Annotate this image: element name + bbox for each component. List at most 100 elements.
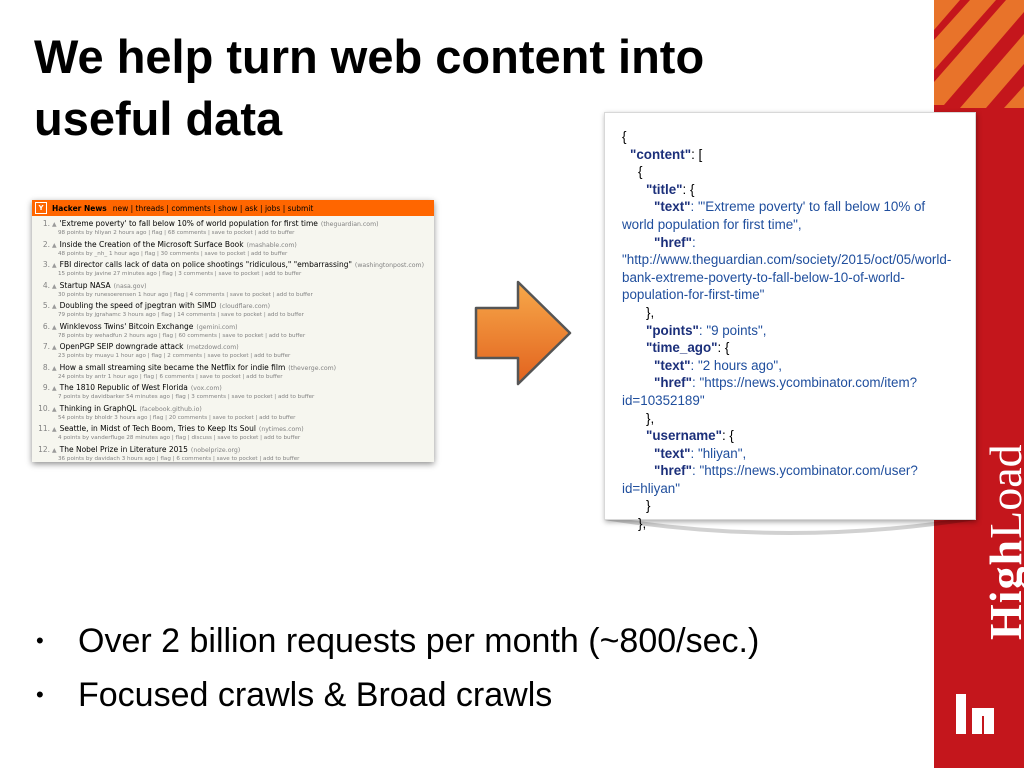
hn-story-rank: 7. [42,342,50,351]
hn-story-title: Winklevoss Twins' Bitcoin Exchange [59,321,194,331]
slide-title-line2: useful data [34,92,283,145]
hn-story-item: 12.▲The Nobel Prize in Literature 2015(n… [34,444,434,463]
upvote-icon: ▲ [52,262,57,269]
brand-logo-text: HighLoad [979,444,1024,640]
hn-story-title: Doubling the speed of jpegtran with SIMD [59,301,217,310]
json-line: "points": "9 points", [646,322,767,338]
json-line: "text": "'Extreme poverty' to fall below… [622,199,926,232]
json-line: }, [646,410,655,426]
slide-title-line1: We help turn web content into [34,30,705,83]
bullet-text: Over 2 billion requests per month (~800/… [78,621,760,660]
json-line: "title": { [646,181,695,197]
hn-story-item: 1.▲'Extreme poverty' to fall below 10% o… [34,218,434,239]
hn-story-meta: 48 points by _nh_ 1 hour ago | flag | 30… [58,250,288,257]
bullet-item: •Focused crawls & Broad crawls [36,668,916,722]
hn-story-item: 7.▲OpenPGP SEIP downgrade attack(metzdow… [34,341,434,362]
json-line: "text": "hliyan", [654,445,747,461]
hn-story-title: The 1810 Republic of West Florida [59,383,188,392]
upvote-icon: ▲ [52,385,57,392]
hn-story-meta: 7 points by davidbarker 54 minutes ago |… [58,394,315,400]
hn-story-domain: (mashable.com) [246,241,297,249]
json-line: "username": { [646,428,734,444]
json-line: "text": "2 hours ago", [654,357,782,373]
hn-story-domain: (cloudflare.com) [219,303,271,310]
hn-story-meta: 4 points by vanderfluge 28 minutes ago |… [58,435,301,441]
hn-header: Y Hacker News new | threads | comments |… [32,200,434,216]
hacker-news-screenshot: Y Hacker News new | threads | comments |… [32,200,434,462]
hn-story-domain: (facebook.github.io) [139,405,202,413]
hn-story-item: 10.▲Thinking in GraphQL(facebook.github.… [34,403,434,424]
upvote-icon: ▲ [52,241,57,249]
hn-story-title: The Nobel Prize in Literature 2015 [59,444,188,454]
bullet-item: • Over 2 billion requests per month (~800… [36,614,916,668]
hn-story-rank: 9. [42,383,50,392]
hn-story-title: Seattle, in Midst of Tech Boom, Tries to… [59,424,256,433]
hn-story-rank: 10. [38,403,50,413]
slide-title: We help turn web content into useful dat… [34,26,894,150]
hn-story-item: 11.▲Seattle, in Midst of Tech Boom, Trie… [34,423,434,444]
hn-story-meta: 24 points by antr 1 hour ago | flag | 6 … [58,373,283,380]
hn-logo-icon: Y [35,202,47,214]
json-line: }, [646,304,655,320]
hn-story-rank: 2. [42,239,50,249]
hn-story-rank: 8. [42,362,50,372]
brand-stripe-pattern [934,0,1024,110]
json-line: "href": "http://www.theguardian.com/soci… [622,234,952,303]
hn-story-rank: 5. [42,301,50,310]
hn-story-meta: 30 points by runesoerensen 1 hour ago | … [58,291,313,298]
hn-story-item: 5.▲Doubling the speed of jpegtran with S… [34,300,434,321]
hn-story-rank: 11. [38,424,50,433]
hn-story-title: Startup NASA [59,280,111,290]
hn-nav-links: new | threads | comments | show | ask | … [112,203,314,213]
hn-story-rank: 3. [42,260,50,269]
hn-story-item: 8.▲How a small streaming site became the… [34,362,434,383]
hn-story-title: OpenPGP SEIP downgrade attack [59,342,184,351]
hn-story-item: 9.▲The 1810 Republic of West Florida(vox… [34,382,434,403]
hn-story-title: How a small streaming site became the Ne… [59,362,286,372]
upvote-icon: ▲ [52,405,57,413]
hn-story-rank: 4. [42,280,50,290]
hn-story-meta: 36 points by davidach 3 hours ago | flag… [58,455,300,462]
upvote-icon: ▲ [52,446,57,454]
hn-story-meta: 23 points by muayu 1 hour ago | flag | 2… [58,353,291,359]
json-output: { "content": [ { "title": { "text": "'Ex… [622,128,952,533]
hn-story-title: FBI director calls lack of data on polic… [59,260,352,269]
upvote-icon: ▲ [52,282,57,290]
hn-story-domain: (nytimes.com) [258,426,304,433]
json-line: } [646,498,651,514]
upvote-icon: ▲ [52,303,57,310]
json-line: "time_ago": { [646,340,730,356]
hn-story-rank: 1. [42,219,50,228]
json-card-shadow [604,516,976,535]
hn-story-domain: (theverge.com) [288,364,337,372]
json-output-card [604,112,976,520]
json-line: "href": "https://news.ycombinator.com/it… [622,375,918,408]
hn-story-meta: 79 points by jgrahamc 3 hours ago | flag… [58,312,304,318]
hn-story-rank: 12. [38,444,50,454]
upvote-icon: ▲ [52,221,57,228]
hn-story-domain: (nasa.gov) [113,282,147,290]
json-line: "href": "https://news.ycombinator.com/us… [622,463,918,496]
hn-story-domain: (vox.com) [190,385,222,392]
hn-story-rank: 6. [42,321,50,331]
brand-word-bold: High [980,538,1024,640]
upvote-icon: ▲ [52,323,57,331]
json-line: { [622,129,627,144]
brand-word-light: Load [980,444,1024,539]
json-line: { [638,164,643,180]
hn-story-title: Inside the Creation of the Microsoft Sur… [59,239,244,249]
bullet-dot-icon: • [36,682,44,707]
json-line: "content": [ [630,146,703,162]
hn-story-item: 6.▲Winklevoss Twins' Bitcoin Exchange(ge… [34,321,434,342]
hn-story-domain: (washingtonpost.com) [354,262,424,269]
hn-story-list: 1.▲'Extreme poverty' to fall below 10% o… [32,216,434,462]
hn-story-meta: 54 points by bholdr 3 hours ago | flag |… [58,414,296,421]
bullet-dot-icon: • [36,628,44,653]
hn-story-item: 2.▲Inside the Creation of the Microsoft … [34,239,434,260]
hn-story-meta: 98 points by hliyan 2 hours ago | flag |… [58,230,295,236]
brand-mark-icon [956,694,994,734]
hn-site-name: Hacker News [52,203,107,213]
hn-story-meta: 78 points by wehadfun 2 hours ago | flag… [58,332,306,339]
upvote-icon: ▲ [52,344,57,351]
hn-story-domain: (theguardian.com) [320,221,379,228]
